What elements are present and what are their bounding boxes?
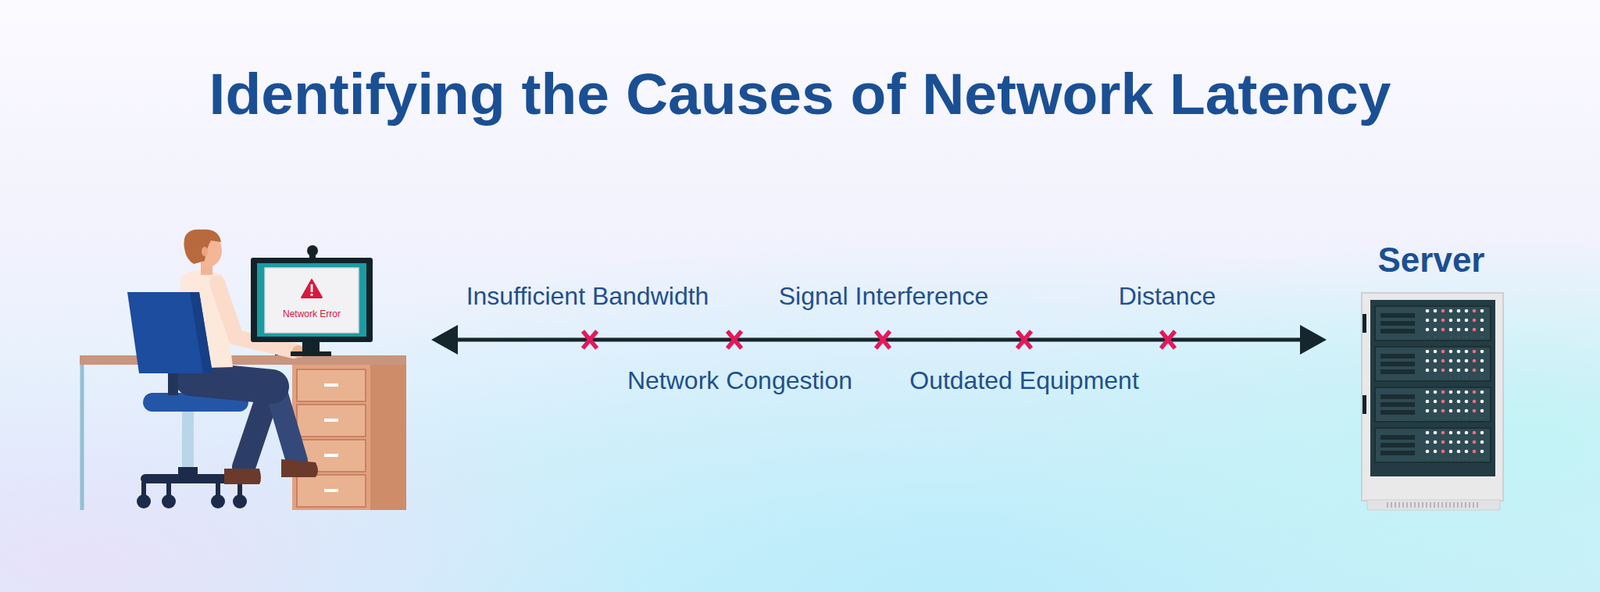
cause-label: Signal Interference xyxy=(778,282,990,311)
server-rack xyxy=(1367,500,1500,511)
monitor xyxy=(301,279,322,298)
server-rack xyxy=(1375,387,1491,422)
cause-label: Distance xyxy=(1118,282,1217,311)
monitor xyxy=(310,284,314,293)
cause-label: Outdated Equipment xyxy=(909,366,1140,396)
person xyxy=(201,246,208,257)
desk xyxy=(324,453,339,458)
office-chair xyxy=(166,482,172,497)
diagram-title: Identifying the Causes of Network Latenc… xyxy=(209,60,1392,128)
desk xyxy=(324,418,339,422)
screen-message: Network Error xyxy=(282,309,341,321)
desk xyxy=(292,364,407,511)
desk xyxy=(296,369,366,402)
desk xyxy=(79,350,407,511)
office-chair xyxy=(136,392,249,509)
label-holder: Insufficient Bandwidth xyxy=(466,282,710,311)
monitor xyxy=(257,263,367,337)
office-chair xyxy=(215,482,221,497)
title-holder: Identifying the Causes of Network Latenc… xyxy=(209,60,1392,128)
person xyxy=(189,292,213,374)
monitor xyxy=(264,267,359,333)
label-holder: Network Congestion xyxy=(627,366,853,396)
office-chair xyxy=(161,494,176,509)
person xyxy=(224,468,261,485)
server-rack xyxy=(1361,292,1504,501)
monitor xyxy=(302,340,320,353)
monitor xyxy=(290,351,332,357)
office-chair xyxy=(141,482,147,497)
cross-mark xyxy=(582,331,1175,349)
server-rack xyxy=(1375,428,1491,463)
person xyxy=(127,292,213,374)
connector-arrow xyxy=(431,325,1327,355)
desk xyxy=(296,475,366,508)
server-rack xyxy=(1375,346,1491,382)
server-rack xyxy=(1370,300,1496,477)
server: Server xyxy=(1355,234,1508,512)
cross-mark xyxy=(582,331,597,349)
cause-label: Insufficient Bandwidth xyxy=(466,282,710,311)
label-holder: Signal Interference xyxy=(778,282,990,311)
desk xyxy=(324,489,339,493)
monitor xyxy=(307,245,318,257)
desk xyxy=(370,364,407,511)
connector-line xyxy=(454,338,1304,343)
desk xyxy=(79,355,407,365)
person xyxy=(167,373,179,396)
cross-mark xyxy=(727,331,742,349)
cross-mark xyxy=(1160,331,1175,349)
person xyxy=(281,459,318,478)
desk xyxy=(324,383,339,387)
office-chair xyxy=(210,494,225,509)
monitor xyxy=(310,293,313,297)
server-rack xyxy=(1387,502,1478,508)
office-chair xyxy=(182,410,194,477)
desk xyxy=(296,404,366,437)
cross-mark xyxy=(1017,331,1032,349)
server-rack xyxy=(1362,314,1367,333)
server-rack xyxy=(1362,395,1367,415)
workstation: Network Error xyxy=(78,222,422,512)
monitor xyxy=(250,245,373,357)
server-rack xyxy=(1361,292,1504,511)
server-rack xyxy=(1375,306,1491,341)
label-holder: Outdated Equipment xyxy=(909,366,1140,396)
monitor xyxy=(250,257,373,343)
server-heading: Server xyxy=(1377,240,1485,281)
office-chair xyxy=(232,494,247,509)
person xyxy=(191,378,272,387)
office-chair xyxy=(136,494,151,509)
arrow-head xyxy=(1300,325,1327,355)
desk xyxy=(80,364,85,511)
label-holder: Distance xyxy=(1118,282,1217,311)
cross-mark xyxy=(875,331,890,349)
arrow-head xyxy=(431,325,458,355)
person xyxy=(183,229,222,265)
cause-label: Network Congestion xyxy=(627,366,853,396)
